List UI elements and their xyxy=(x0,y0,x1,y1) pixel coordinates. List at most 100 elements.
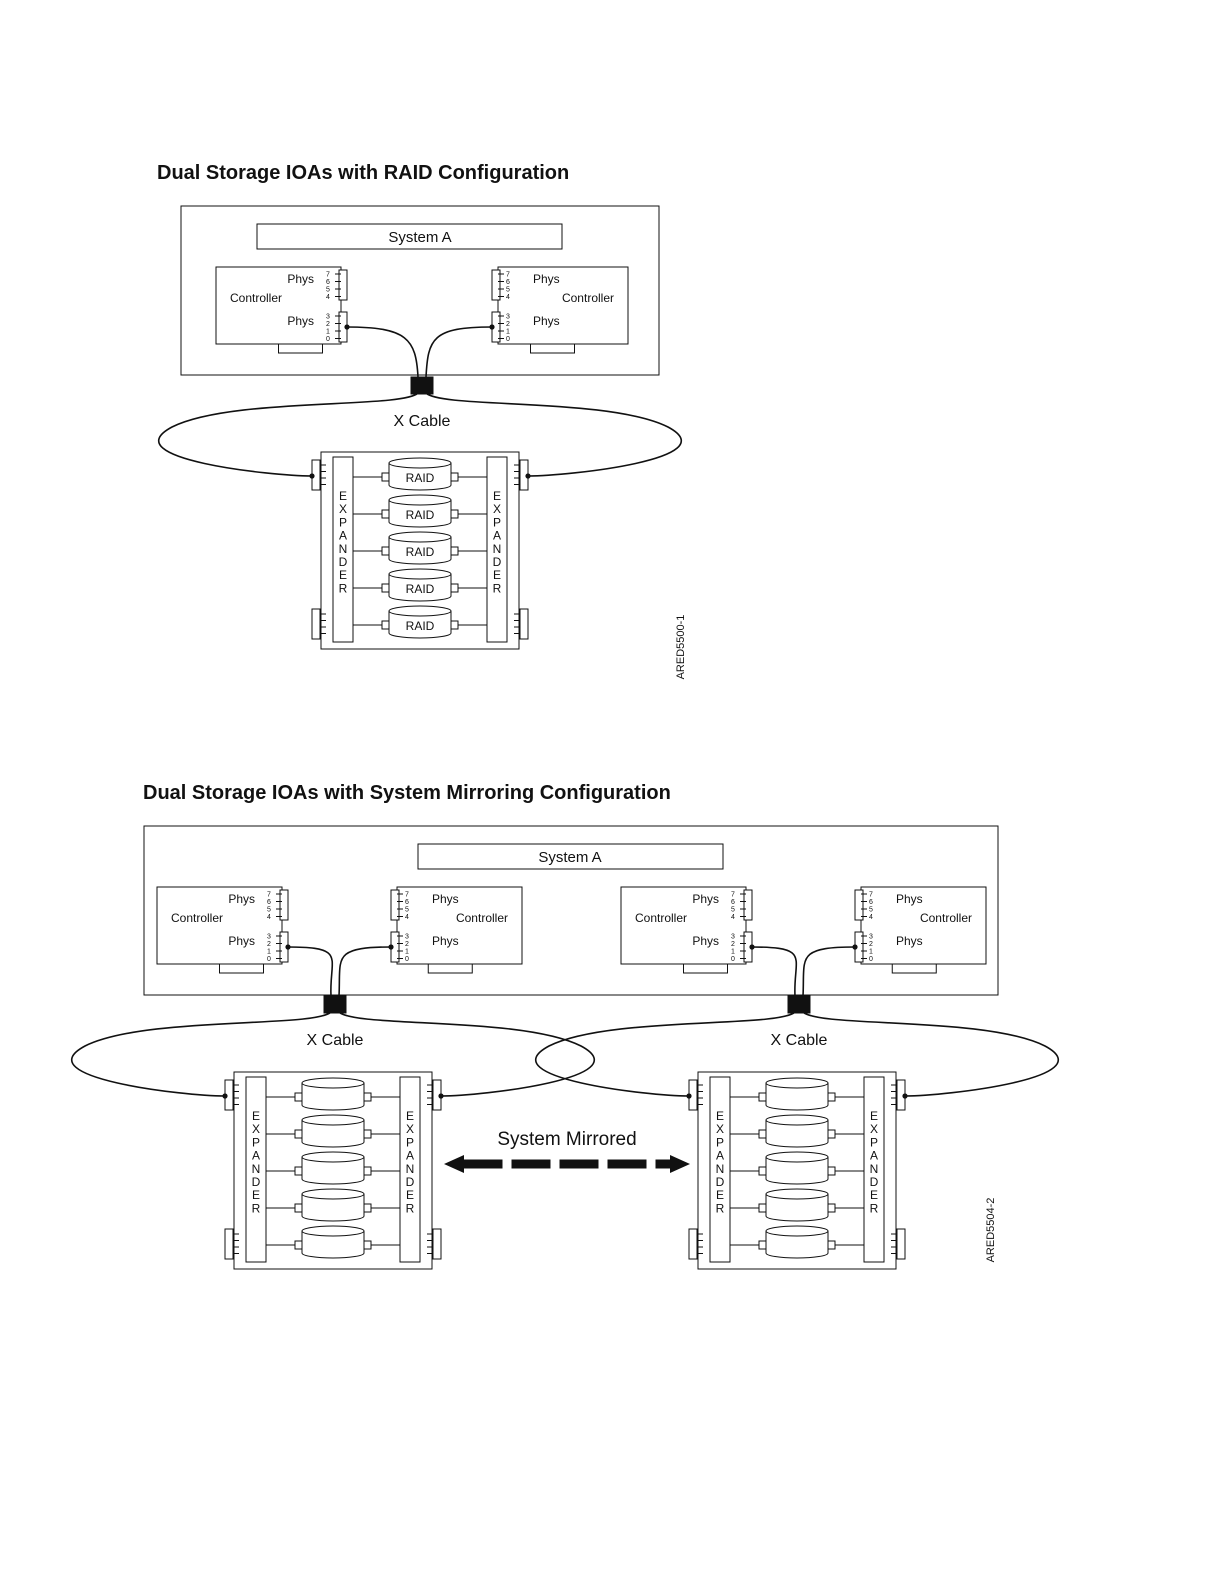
phys-port-block-upper xyxy=(390,889,400,921)
phys-port-number: 6 xyxy=(405,899,409,906)
disk-drive xyxy=(765,1114,829,1148)
cable-segment xyxy=(346,326,419,378)
expander-letter: A xyxy=(493,529,501,543)
arrow-dash xyxy=(607,1159,647,1169)
controller-label: Controller xyxy=(562,291,614,305)
figure-1-id: ARED5500-1 xyxy=(675,615,687,680)
cable-segment xyxy=(535,1011,796,1097)
expander-letter: E xyxy=(339,489,347,503)
disk-top xyxy=(765,1151,829,1163)
cable-endpoint xyxy=(438,1093,444,1099)
phys-label: Phys xyxy=(533,272,560,286)
expander-letter: X xyxy=(339,502,347,516)
expander-letter: E xyxy=(493,568,501,582)
disk-connector xyxy=(827,1129,836,1139)
expander-letter: P xyxy=(406,1135,414,1149)
expander-letter: A xyxy=(716,1149,724,1163)
disk-connector xyxy=(450,472,459,482)
expander-bar xyxy=(399,1076,421,1263)
phys-port-number: 7 xyxy=(267,892,271,899)
phys-port-block-upper xyxy=(491,269,501,301)
raid-configuration-diagram: System A73625140PhysControllerPhys736251… xyxy=(158,205,687,680)
cable-endpoint xyxy=(222,1093,228,1099)
phys-port-block-upper xyxy=(338,269,348,301)
phys-port-number: 3 xyxy=(731,934,735,941)
x-cable-junction xyxy=(787,995,811,1014)
cable-endpoint xyxy=(902,1093,908,1099)
expander-letter: D xyxy=(339,555,348,569)
system-a-label-box xyxy=(256,223,563,250)
disk-drive: RAID xyxy=(388,568,452,602)
arrow-dash xyxy=(463,1159,503,1169)
expander-letter: E xyxy=(716,1109,724,1123)
disk-top xyxy=(301,1151,365,1163)
expander-bar xyxy=(332,456,354,643)
disk-drive: RAID xyxy=(388,605,452,639)
disk-connector xyxy=(450,620,459,630)
disk-connector xyxy=(294,1166,303,1176)
disk-connector xyxy=(363,1129,372,1139)
arrowhead-right xyxy=(670,1155,690,1173)
disk-connector xyxy=(758,1240,767,1250)
phys-port-number: 5 xyxy=(506,287,510,294)
expander-letter: A xyxy=(870,1149,878,1163)
x-cable: X Cable xyxy=(71,944,595,1099)
expander-letter: A xyxy=(252,1149,260,1163)
disk-connector xyxy=(450,583,459,593)
expander-letter: X xyxy=(252,1122,260,1136)
expander-letter: N xyxy=(252,1162,261,1176)
expander-letter: D xyxy=(716,1175,725,1189)
disk-connector xyxy=(827,1166,836,1176)
phys-label: Phys xyxy=(432,892,459,906)
phys-port-number: 1 xyxy=(731,949,735,956)
enclosure-port-block xyxy=(896,1228,906,1260)
disk-top xyxy=(388,457,452,469)
arrowhead-left xyxy=(444,1155,464,1173)
phys-port-number: 3 xyxy=(506,314,510,321)
cable-segment xyxy=(158,392,419,477)
disk-connector xyxy=(758,1129,767,1139)
phys-port-number: 2 xyxy=(731,941,735,948)
phys-port-number: 6 xyxy=(506,279,510,286)
phys-port-number: 6 xyxy=(326,279,330,286)
disk-connector xyxy=(294,1240,303,1250)
disk-body xyxy=(765,1120,829,1148)
phys-port-number: 2 xyxy=(267,941,271,948)
controller-box xyxy=(396,886,523,965)
expander-letter: E xyxy=(870,1188,878,1202)
cable-segment xyxy=(425,326,493,378)
expander-letter: E xyxy=(716,1188,724,1202)
cable-segment xyxy=(802,946,856,997)
cable-segment xyxy=(338,946,392,997)
phys-port-number: 4 xyxy=(405,914,409,921)
controller-label: Controller xyxy=(920,911,972,925)
expander-letter: D xyxy=(406,1175,415,1189)
x-cable-label: X Cable xyxy=(394,413,451,430)
phys-port-number: 3 xyxy=(869,934,873,941)
disk-drive xyxy=(765,1188,829,1222)
system-a-label: System A xyxy=(388,229,451,246)
expander-bar xyxy=(863,1076,885,1263)
disk-body xyxy=(765,1194,829,1222)
phys-port-number: 4 xyxy=(869,914,873,921)
controller-label: Controller xyxy=(230,291,282,305)
phys-label: Phys xyxy=(228,892,255,906)
system-a-label: System A xyxy=(538,849,601,866)
controller-bracket-tab xyxy=(891,963,937,974)
expander-letter: N xyxy=(406,1162,415,1176)
controller-bracket-tab xyxy=(530,343,575,354)
cable-endpoint xyxy=(489,324,495,330)
disk-drive xyxy=(301,1114,365,1148)
expander-letter: N xyxy=(493,542,502,556)
phys-port-block-upper xyxy=(743,889,753,921)
disk-connector xyxy=(381,472,390,482)
disk-body xyxy=(388,574,452,602)
phys-port-block-upper xyxy=(279,889,289,921)
